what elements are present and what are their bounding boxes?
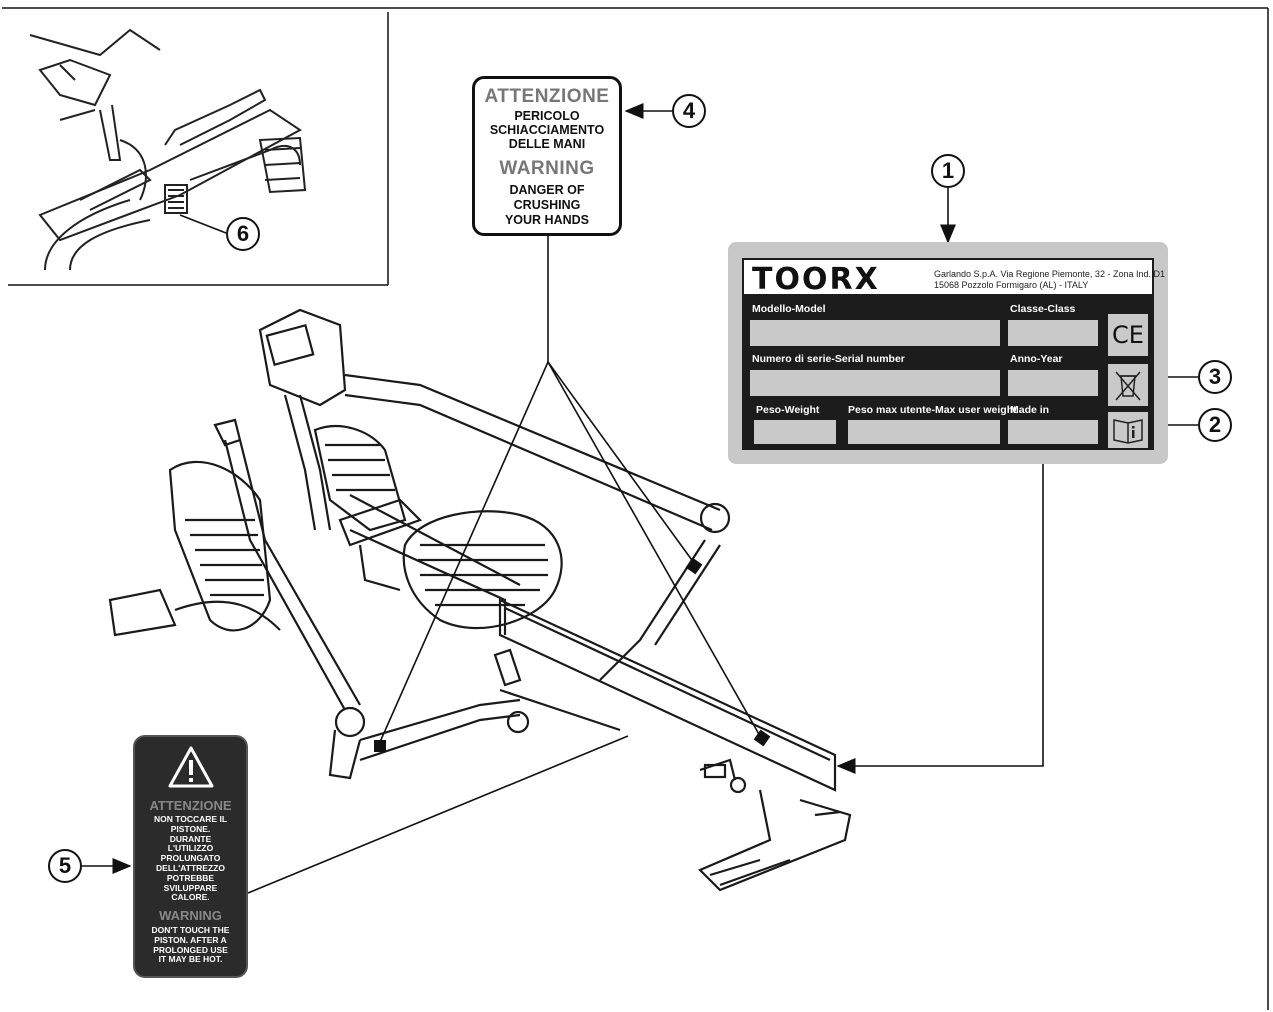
callout-3: 3 <box>1198 360 1232 394</box>
brand-logo: TOORX <box>752 262 880 297</box>
sticker4-en-line: YOUR HANDS <box>504 213 590 227</box>
ce-mark: CE <box>1112 321 1144 349</box>
sticker5-it-line: NON TOCCARE IL <box>153 814 228 824</box>
callout-6: 6 <box>226 217 260 251</box>
ce-mark-box: CE <box>1108 314 1148 356</box>
manual-box <box>1108 412 1148 448</box>
sticker5-it-line: SVILUPPARE <box>163 882 218 893</box>
made-in-label: Made in <box>1010 404 1050 416</box>
rating-plate: TOORX Garlando S.p.A. Via Regione Piemon… <box>728 242 1168 464</box>
model-label: Modello-Model <box>752 303 826 315</box>
read-manual-icon <box>1113 419 1143 444</box>
max-weight-label: Peso max utente-Max user weight <box>848 404 1017 416</box>
max-weight-field <box>848 420 1000 444</box>
crossed-bin-icon <box>1115 371 1141 401</box>
sticker5-it-line: CALORE. <box>171 892 210 903</box>
sticker5-en-line: PROLONGED USE <box>153 944 228 955</box>
weee-bin-box <box>1108 364 1148 406</box>
year-label: Anno-Year <box>1010 353 1063 365</box>
sticker4-it-line: SCHIACCIAMENTO <box>489 123 605 137</box>
sticker5-en-line: IT MAY BE HOT. <box>158 954 223 965</box>
sticker5-en-line: PISTON. AFTER A <box>154 934 227 945</box>
made-in-field <box>1008 420 1098 444</box>
sticker4-en-line: DANGER OF <box>509 183 585 197</box>
hand-crush-warning-sticker: ATTENZIONE PERICOLO SCHIACCIAMENTO DELLE… <box>472 76 622 236</box>
serial-field <box>750 370 1000 396</box>
sticker5-it-line: L'UTILIZZO <box>167 843 214 854</box>
sticker4-it-line: PERICOLO <box>514 109 580 123</box>
detail-inset <box>8 12 389 286</box>
sticker5-attenzione: ATTENZIONE <box>149 798 232 813</box>
sticker4-it-line: DELLE MANI <box>508 137 586 151</box>
sticker4-attenzione: ATTENZIONE <box>484 86 610 107</box>
warning-triangle-icon <box>168 746 214 788</box>
serial-label: Numero di serie-Serial number <box>752 353 905 365</box>
class-label: Classe-Class <box>1010 303 1076 315</box>
callout-2: 2 <box>1198 408 1232 442</box>
rating-plate-header: TOORX Garlando S.p.A. Via Regione Piemon… <box>742 258 1165 297</box>
callout-4: 4 <box>672 94 706 128</box>
sticker5-it-line: DELL'ATTREZZO <box>156 863 225 873</box>
sticker4-en-line: CRUSHING <box>513 198 581 212</box>
sticker5-en-line: DON'T TOUCH THE <box>151 925 230 935</box>
rating-plate-body: TOORX Garlando S.p.A. Via Regione Piemon… <box>742 258 1165 450</box>
sticker5-it-line: DURANTE <box>169 833 212 844</box>
sticker5-it-line: POTREBBE <box>166 872 215 883</box>
manufacturer-address: Garlando S.p.A. Via Regione Piemonte, 32… <box>934 269 1165 279</box>
sticker5-it-line: PROLUNGATO <box>160 853 221 864</box>
year-field <box>1008 370 1098 396</box>
weight-label: Peso-Weight <box>756 404 820 416</box>
callout-5: 5 <box>48 849 82 883</box>
sticker5-warning: WARNING <box>159 908 222 923</box>
sticker5-it-line: PISTONE. <box>170 823 211 834</box>
rower-sketch <box>108 308 852 892</box>
callout-1: 1 <box>931 154 965 188</box>
class-field <box>1008 320 1098 346</box>
sticker4-warning: WARNING <box>499 158 595 179</box>
manufacturer-address: 15068 Pozzolo Formigaro (AL) - ITALY <box>934 280 1089 290</box>
model-field <box>750 320 1000 346</box>
weight-field <box>754 420 836 444</box>
